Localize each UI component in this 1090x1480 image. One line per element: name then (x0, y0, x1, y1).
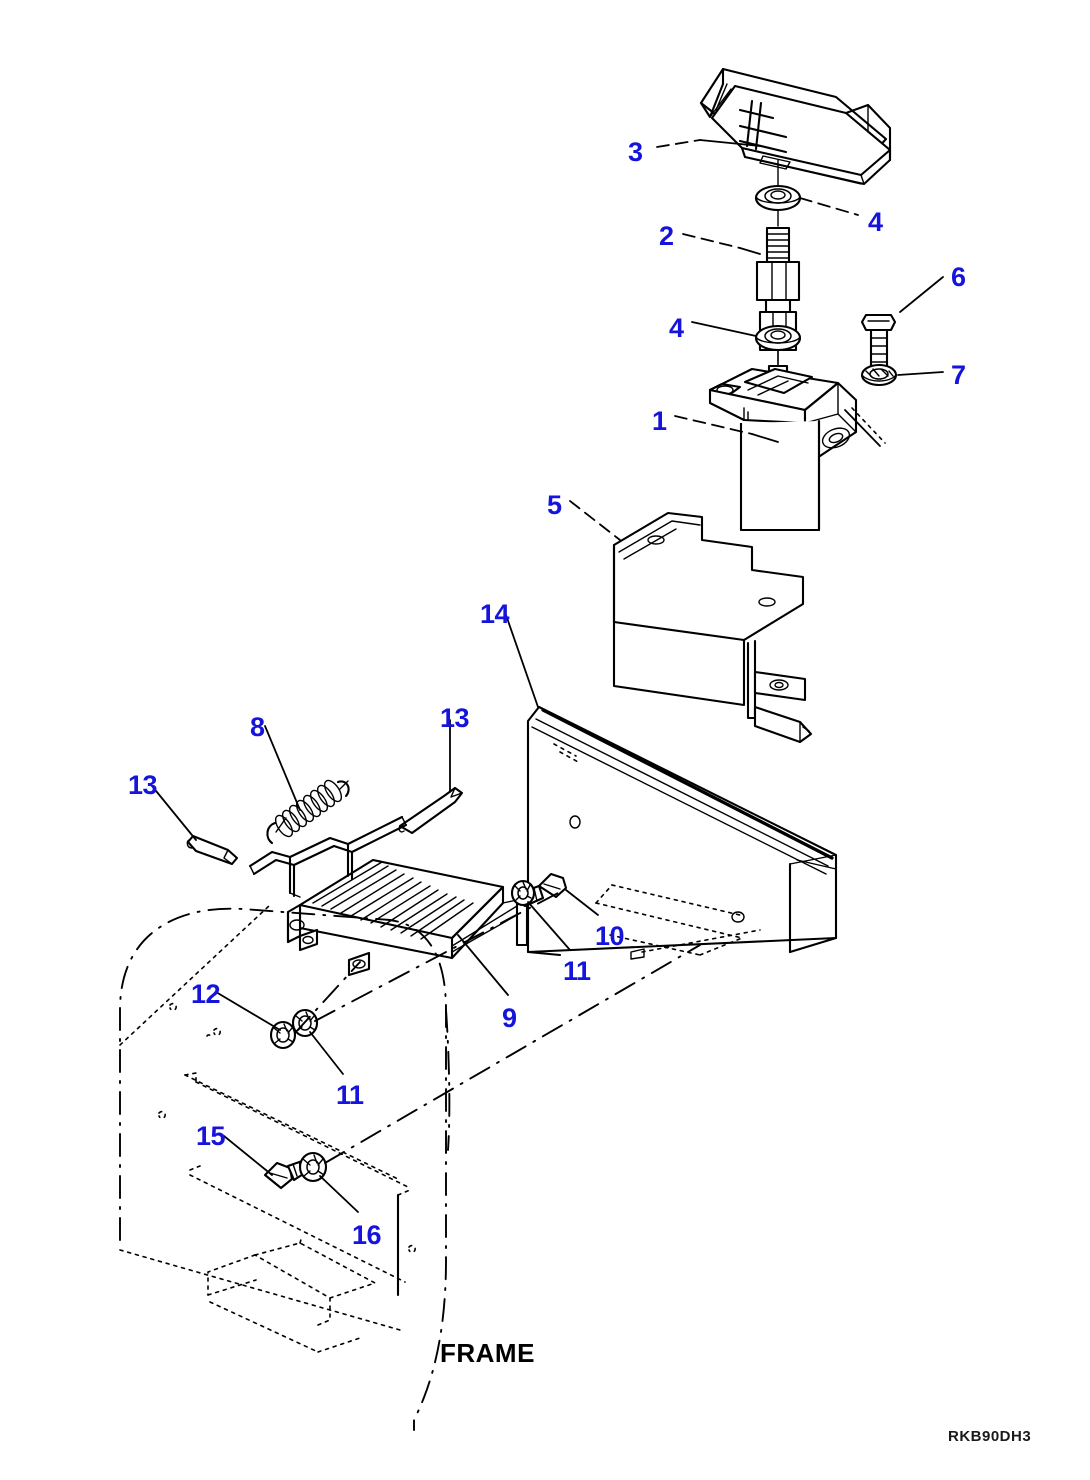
part-1-valve-body (708, 364, 858, 532)
part-8-coil-spring (266, 779, 350, 845)
part-5-bracket (612, 511, 813, 744)
part-14-guard-plate (526, 705, 838, 960)
part-3-cover-plate (699, 67, 892, 191)
callout-1: 1 (652, 406, 667, 436)
callout-14: 14 (480, 599, 510, 629)
part-9-pedal-assembly (286, 858, 529, 977)
callout-8: 8 (250, 712, 265, 742)
callout-11-lower: 11 (336, 1080, 364, 1110)
callout-11-upper: 11 (563, 956, 591, 986)
part-11-washer-upper (510, 879, 536, 907)
pedal-linkage-arm (248, 815, 408, 898)
part-16-washer-lower (298, 1151, 328, 1183)
callout-4-lower: 4 (669, 313, 684, 343)
callout-9: 9 (502, 1003, 517, 1033)
part-4-seal-washer-lower (754, 324, 802, 367)
frame-panel-detail (119, 904, 416, 1353)
callout-15: 15 (196, 1121, 226, 1151)
frame-label: FRAME (440, 1338, 535, 1368)
callout-12: 12 (191, 979, 221, 1009)
callout-2: 2 (659, 221, 674, 251)
sheet-reference-code: RKB90DH3 (948, 1428, 1032, 1445)
part-12-bolt (269, 1020, 297, 1050)
part-4-seal-washer-upper (754, 184, 802, 227)
callout-13-right: 13 (440, 703, 470, 733)
part-13-pin-left (186, 834, 239, 866)
callout-4-upper: 4 (868, 207, 883, 237)
leader-lines (151, 139, 944, 1213)
part-13-pin-right (398, 786, 464, 835)
callout-7: 7 (951, 360, 966, 390)
callout-10: 10 (595, 921, 625, 951)
callout-5: 5 (547, 490, 562, 520)
callout-3: 3 (628, 137, 643, 167)
callout-13-left: 13 (128, 770, 158, 800)
frame-outline (119, 907, 451, 1431)
part-6-hex-bolt (860, 313, 897, 371)
callout-6: 6 (951, 262, 966, 292)
part-7-lock-washer (860, 363, 898, 387)
callout-16: 16 (352, 1220, 382, 1250)
